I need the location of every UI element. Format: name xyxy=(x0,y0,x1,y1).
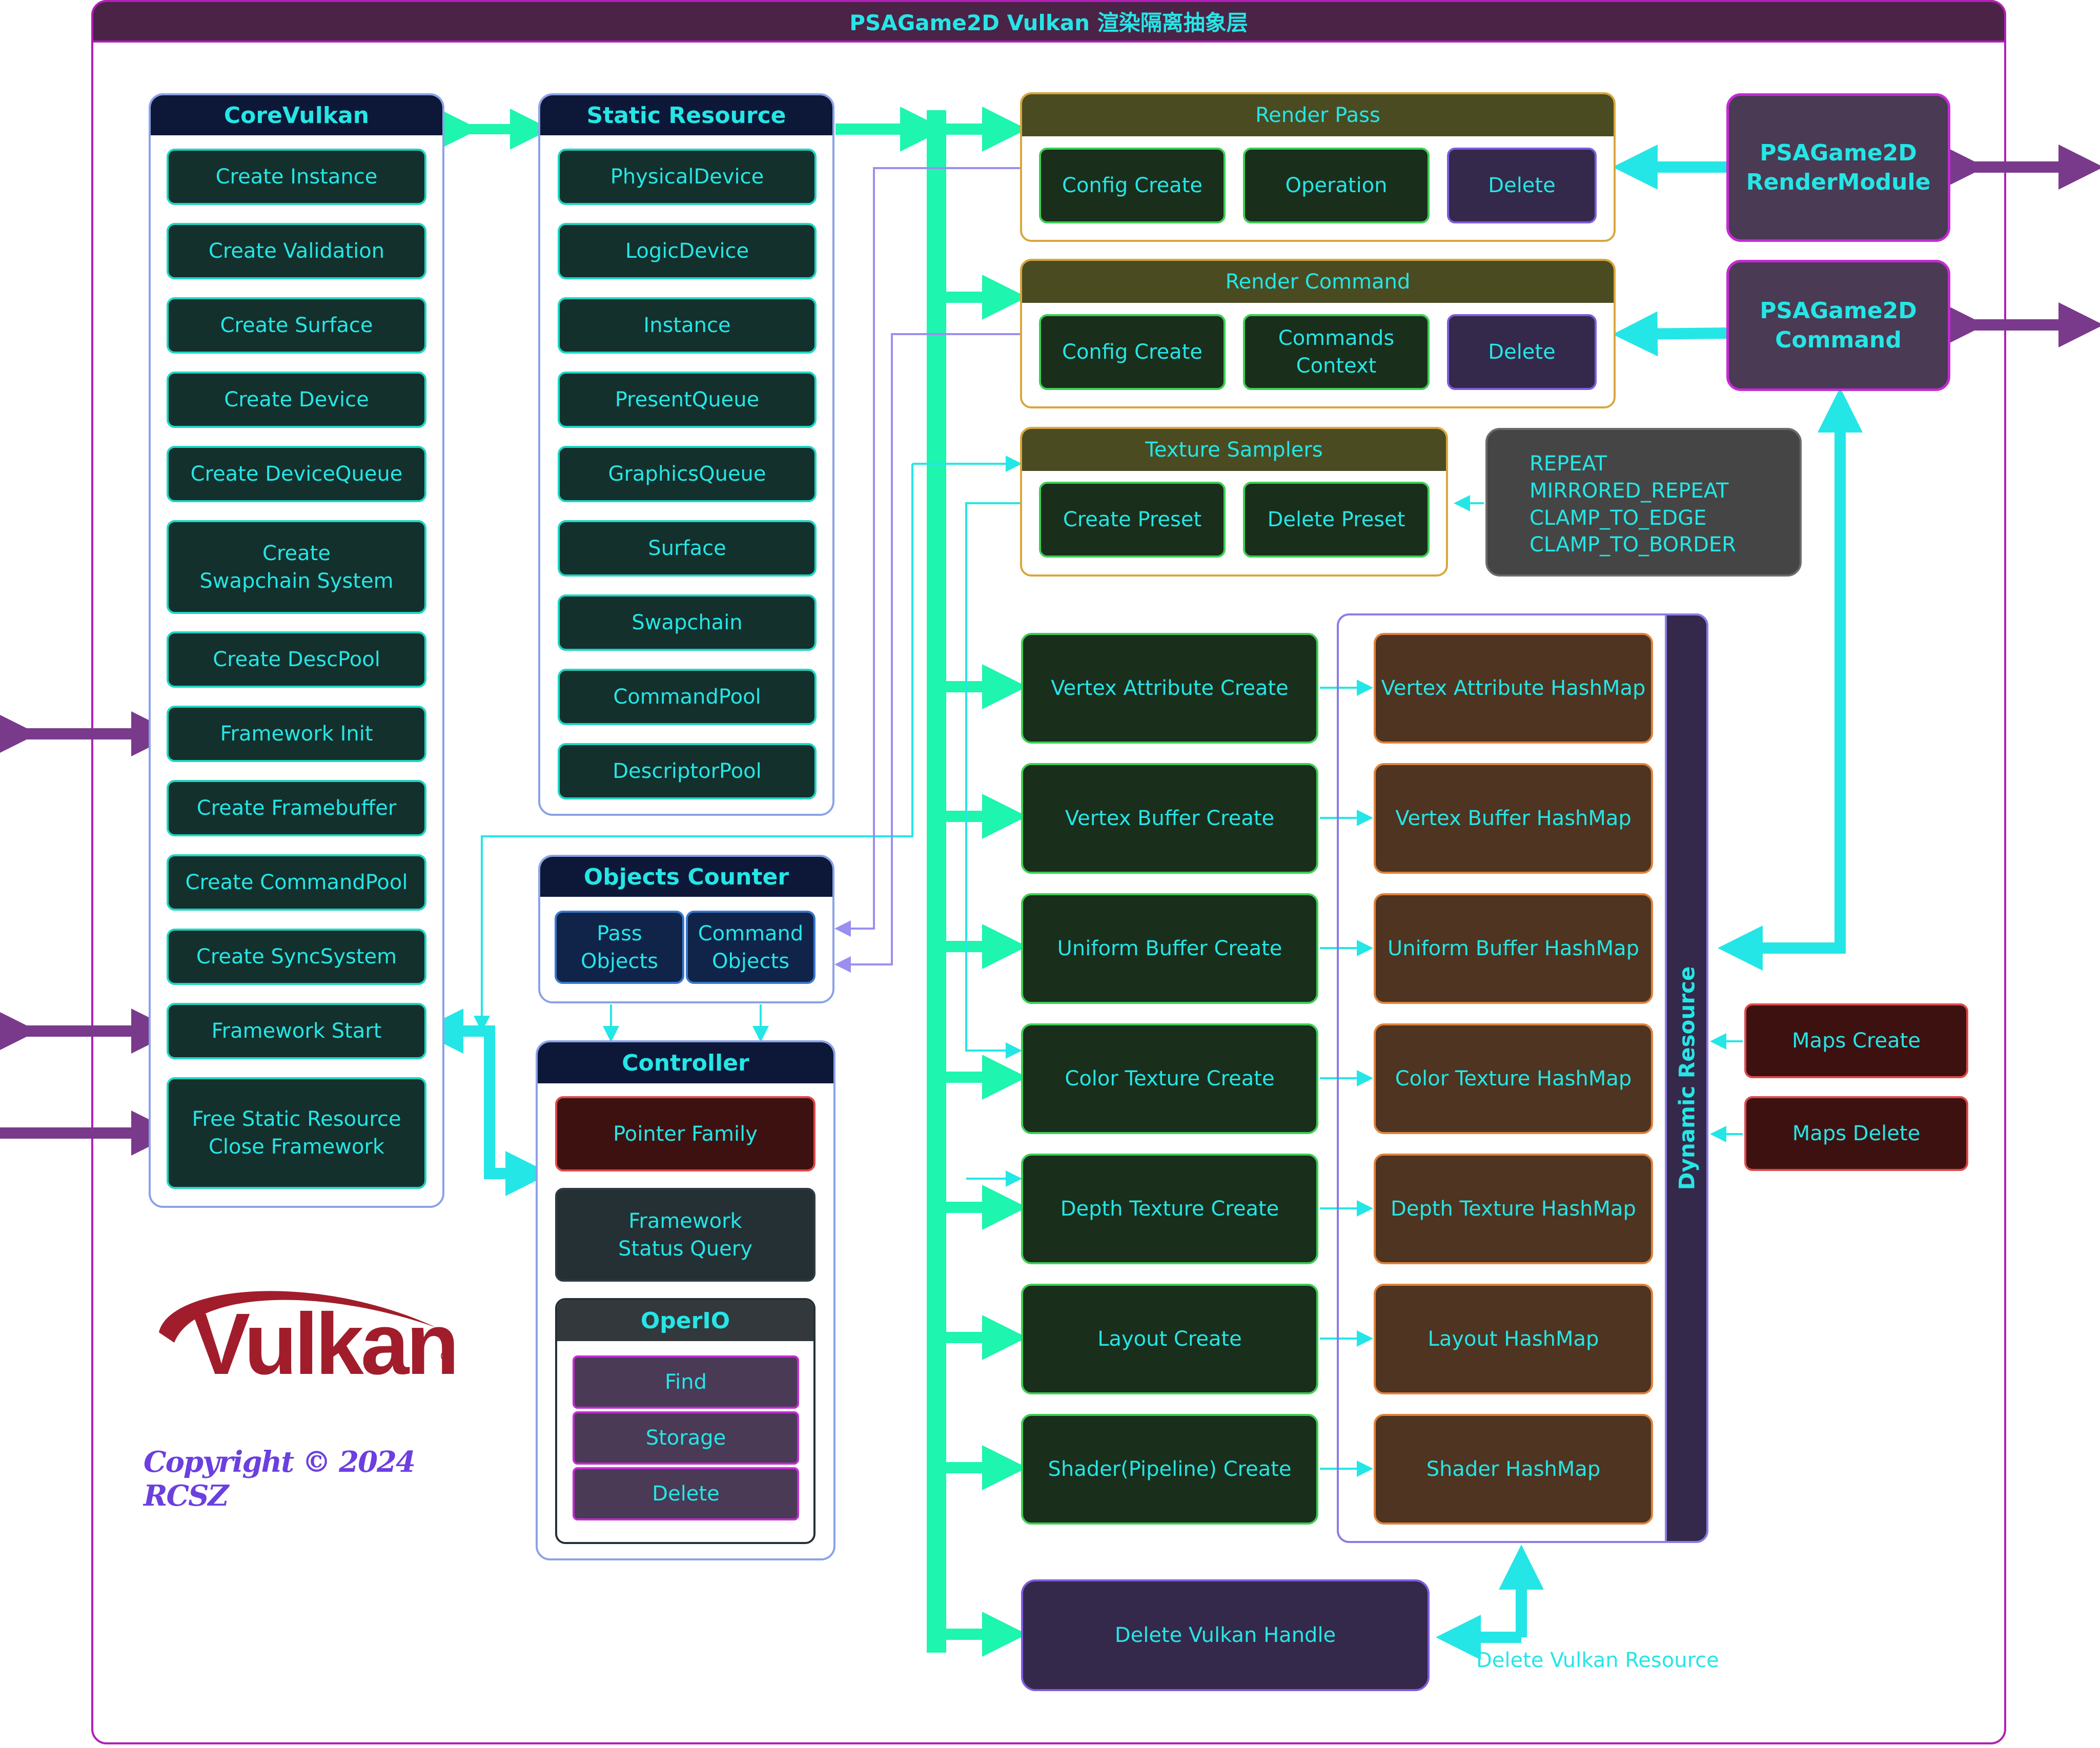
operio-item[interactable]: Delete xyxy=(573,1467,799,1520)
dynamic-resource-label: Dynamic Resource xyxy=(1674,966,1699,1190)
pass-objects-box[interactable]: Pass Objects xyxy=(555,911,684,984)
static-resource-item[interactable]: CommandPool xyxy=(558,669,817,725)
create-preset-button[interactable]: Create Preset xyxy=(1039,482,1226,558)
dynamic-resource-sidebar: Dynamic Resource xyxy=(1665,613,1708,1543)
pointer-family-box[interactable]: Pointer Family xyxy=(555,1096,815,1171)
create-item-button[interactable]: Layout Create xyxy=(1021,1284,1318,1394)
maps-create-button[interactable]: Maps Create xyxy=(1744,1003,1968,1078)
static-resource-title: Static Resource xyxy=(540,95,832,135)
vulkan-logo-text: Vulkan xyxy=(192,1295,459,1393)
core-vulkan-item[interactable]: Create SyncSystem xyxy=(167,929,426,985)
texture-samplers-title: Texture Samplers xyxy=(1022,429,1446,471)
operio-item[interactable]: Storage xyxy=(573,1411,799,1465)
static-resource-item[interactable]: Instance xyxy=(558,297,817,354)
external-arrows xyxy=(0,145,2100,1156)
create-item-button[interactable]: Shader(Pipeline) Create xyxy=(1021,1414,1318,1525)
hashmap-box: Depth Texture HashMap xyxy=(1374,1154,1653,1264)
core-vulkan-title: CoreVulkan xyxy=(151,95,442,135)
operio-item[interactable]: Find xyxy=(573,1355,799,1409)
delete-resource-label: Delete Vulkan Resource xyxy=(1476,1649,1719,1672)
core-vulkan-item[interactable]: Create Instance xyxy=(167,149,426,205)
diagram-title: PSAGame2D Vulkan 渲染隔离抽象层 xyxy=(91,0,2006,43)
core-vulkan-item[interactable]: Create Device xyxy=(167,372,426,428)
render-pass-operation-button[interactable]: Operation xyxy=(1243,148,1430,223)
command-objects-box[interactable]: Command Objects xyxy=(686,911,815,984)
counter-connectors xyxy=(834,167,1020,973)
hashmap-box: Vertex Buffer HashMap xyxy=(1374,763,1653,874)
hashmap-box: Uniform Buffer HashMap xyxy=(1374,893,1653,1004)
vulkan-registered-mark: ® xyxy=(439,1348,454,1366)
status-query-box[interactable]: Framework Status Query xyxy=(555,1188,815,1282)
render-command-title: Render Command xyxy=(1022,261,1614,303)
delete-vulkan-handle-button[interactable]: Delete Vulkan Handle xyxy=(1021,1579,1430,1691)
operio-title: OperIO xyxy=(557,1300,813,1341)
hashmap-box: Color Texture HashMap xyxy=(1374,1023,1653,1134)
static-resource-item[interactable]: DescriptorPool xyxy=(558,743,817,799)
core-vulkan-item[interactable]: Create DeviceQueue xyxy=(167,446,426,502)
core-vulkan-item[interactable]: Create Surface xyxy=(167,297,426,354)
core-vulkan-item[interactable]: Create DescPool xyxy=(167,631,426,688)
hashmap-box: Vertex Attribute HashMap xyxy=(1374,633,1653,744)
thin-connectors xyxy=(474,456,1743,1477)
static-resource-item[interactable]: LogicDevice xyxy=(558,223,817,279)
render-pass-config-button[interactable]: Config Create xyxy=(1039,148,1226,223)
core-vulkan-item[interactable]: Free Static Resource Close Framework xyxy=(167,1077,426,1189)
create-item-button[interactable]: Depth Texture Create xyxy=(1021,1154,1318,1264)
render-command-config-button[interactable]: Config Create xyxy=(1039,314,1226,390)
command-module-box[interactable]: PSAGame2D Command xyxy=(1726,260,1950,391)
controller-title: Controller xyxy=(538,1042,833,1083)
render-pass-delete-button[interactable]: Delete xyxy=(1447,148,1597,223)
vulkan-logo: Vulkan ® xyxy=(149,1266,466,1393)
render-command-delete-button[interactable]: Delete xyxy=(1447,314,1597,390)
sampler-modes-box: REPEAT MIRRORED_REPEAT CLAMP_TO_EDGE CLA… xyxy=(1485,428,1802,577)
vulkan-swoosh-icon xyxy=(159,1291,436,1343)
create-item-button[interactable]: Uniform Buffer Create xyxy=(1021,893,1318,1004)
core-vulkan-item[interactable]: Framework Start xyxy=(167,1003,426,1059)
commands-context-button[interactable]: Commands Context xyxy=(1243,314,1430,390)
static-resource-item[interactable]: PresentQueue xyxy=(558,372,817,428)
main-bus xyxy=(927,110,946,1653)
render-module-box[interactable]: PSAGame2D RenderModule xyxy=(1726,93,1950,242)
objects-counter-title: Objects Counter xyxy=(540,857,832,897)
create-item-button[interactable]: Vertex Attribute Create xyxy=(1021,633,1318,744)
static-resource-item[interactable]: Swapchain xyxy=(558,594,817,651)
static-resource-item[interactable]: GraphicsQueue xyxy=(558,446,817,502)
static-resource-item[interactable]: Surface xyxy=(558,520,817,577)
hashmap-box: Shader HashMap xyxy=(1374,1414,1653,1525)
core-vulkan-item[interactable]: Create Framebuffer xyxy=(167,780,426,836)
hashmap-box: Layout HashMap xyxy=(1374,1284,1653,1394)
core-vulkan-item[interactable]: Create Swapchain System xyxy=(167,520,426,614)
delete-preset-button[interactable]: Delete Preset xyxy=(1243,482,1430,558)
maps-delete-button[interactable]: Maps Delete xyxy=(1744,1096,1968,1171)
core-vulkan-item[interactable]: Create CommandPool xyxy=(167,854,426,911)
static-resource-item[interactable]: PhysicalDevice xyxy=(558,149,817,205)
render-pass-title: Render Pass xyxy=(1022,94,1614,136)
start-controller-link xyxy=(418,1009,551,1196)
core-vulkan-item[interactable]: Create Validation xyxy=(167,223,426,279)
copyright-text: Copyright © 2024 RCSZ xyxy=(144,1445,416,1513)
create-item-button[interactable]: Color Texture Create xyxy=(1021,1023,1318,1134)
bus-branches xyxy=(835,107,1027,1657)
create-item-button[interactable]: Vertex Buffer Create xyxy=(1021,763,1318,874)
core-vulkan-item[interactable]: Framework Init xyxy=(167,706,426,762)
